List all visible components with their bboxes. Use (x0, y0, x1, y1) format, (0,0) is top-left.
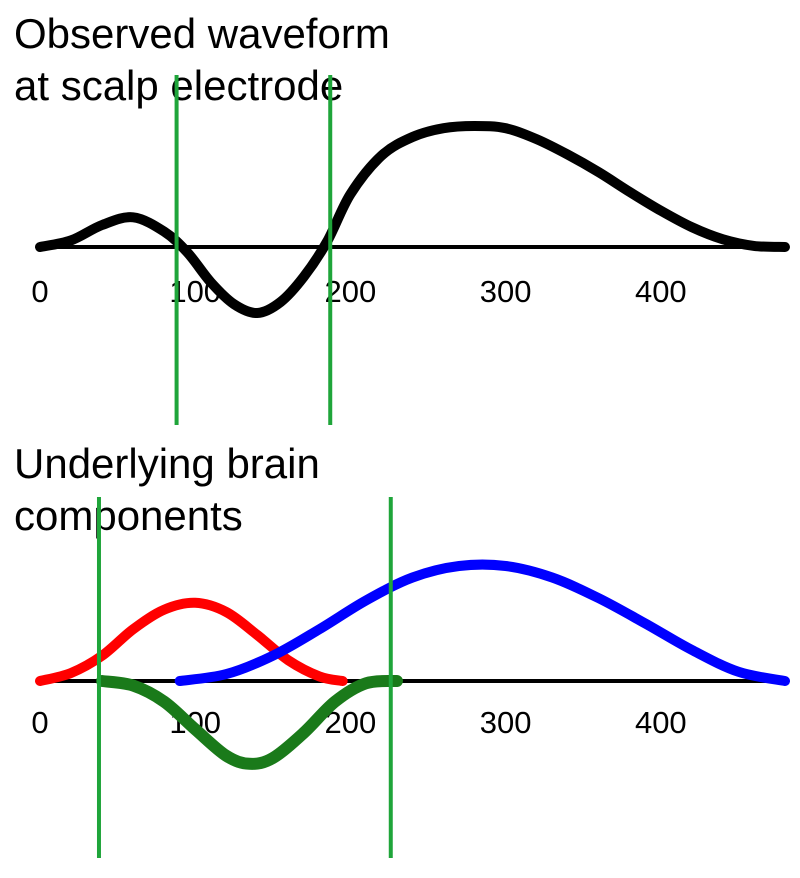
red-component-line (35, 597, 348, 686)
x-tick-label: 200 (325, 274, 377, 309)
x-tick-label: 300 (480, 274, 532, 309)
x-tick-label: 0 (31, 274, 48, 309)
bottom-title-line-1: Underlying brain (14, 440, 320, 487)
top-title-line-2: at scalp electrode (14, 62, 343, 109)
top-title-line-1: Observed waveform (14, 10, 390, 57)
x-tick-label: 400 (635, 274, 687, 309)
x-tick-label: 300 (480, 705, 532, 740)
bottom-title-line-2: components (14, 492, 243, 539)
blue-component-line (174, 559, 790, 686)
x-tick-label: 0 (31, 705, 48, 740)
x-tick-label: 400 (635, 705, 687, 740)
green-component-line (96, 674, 403, 770)
observed-waveform-line (35, 121, 790, 318)
